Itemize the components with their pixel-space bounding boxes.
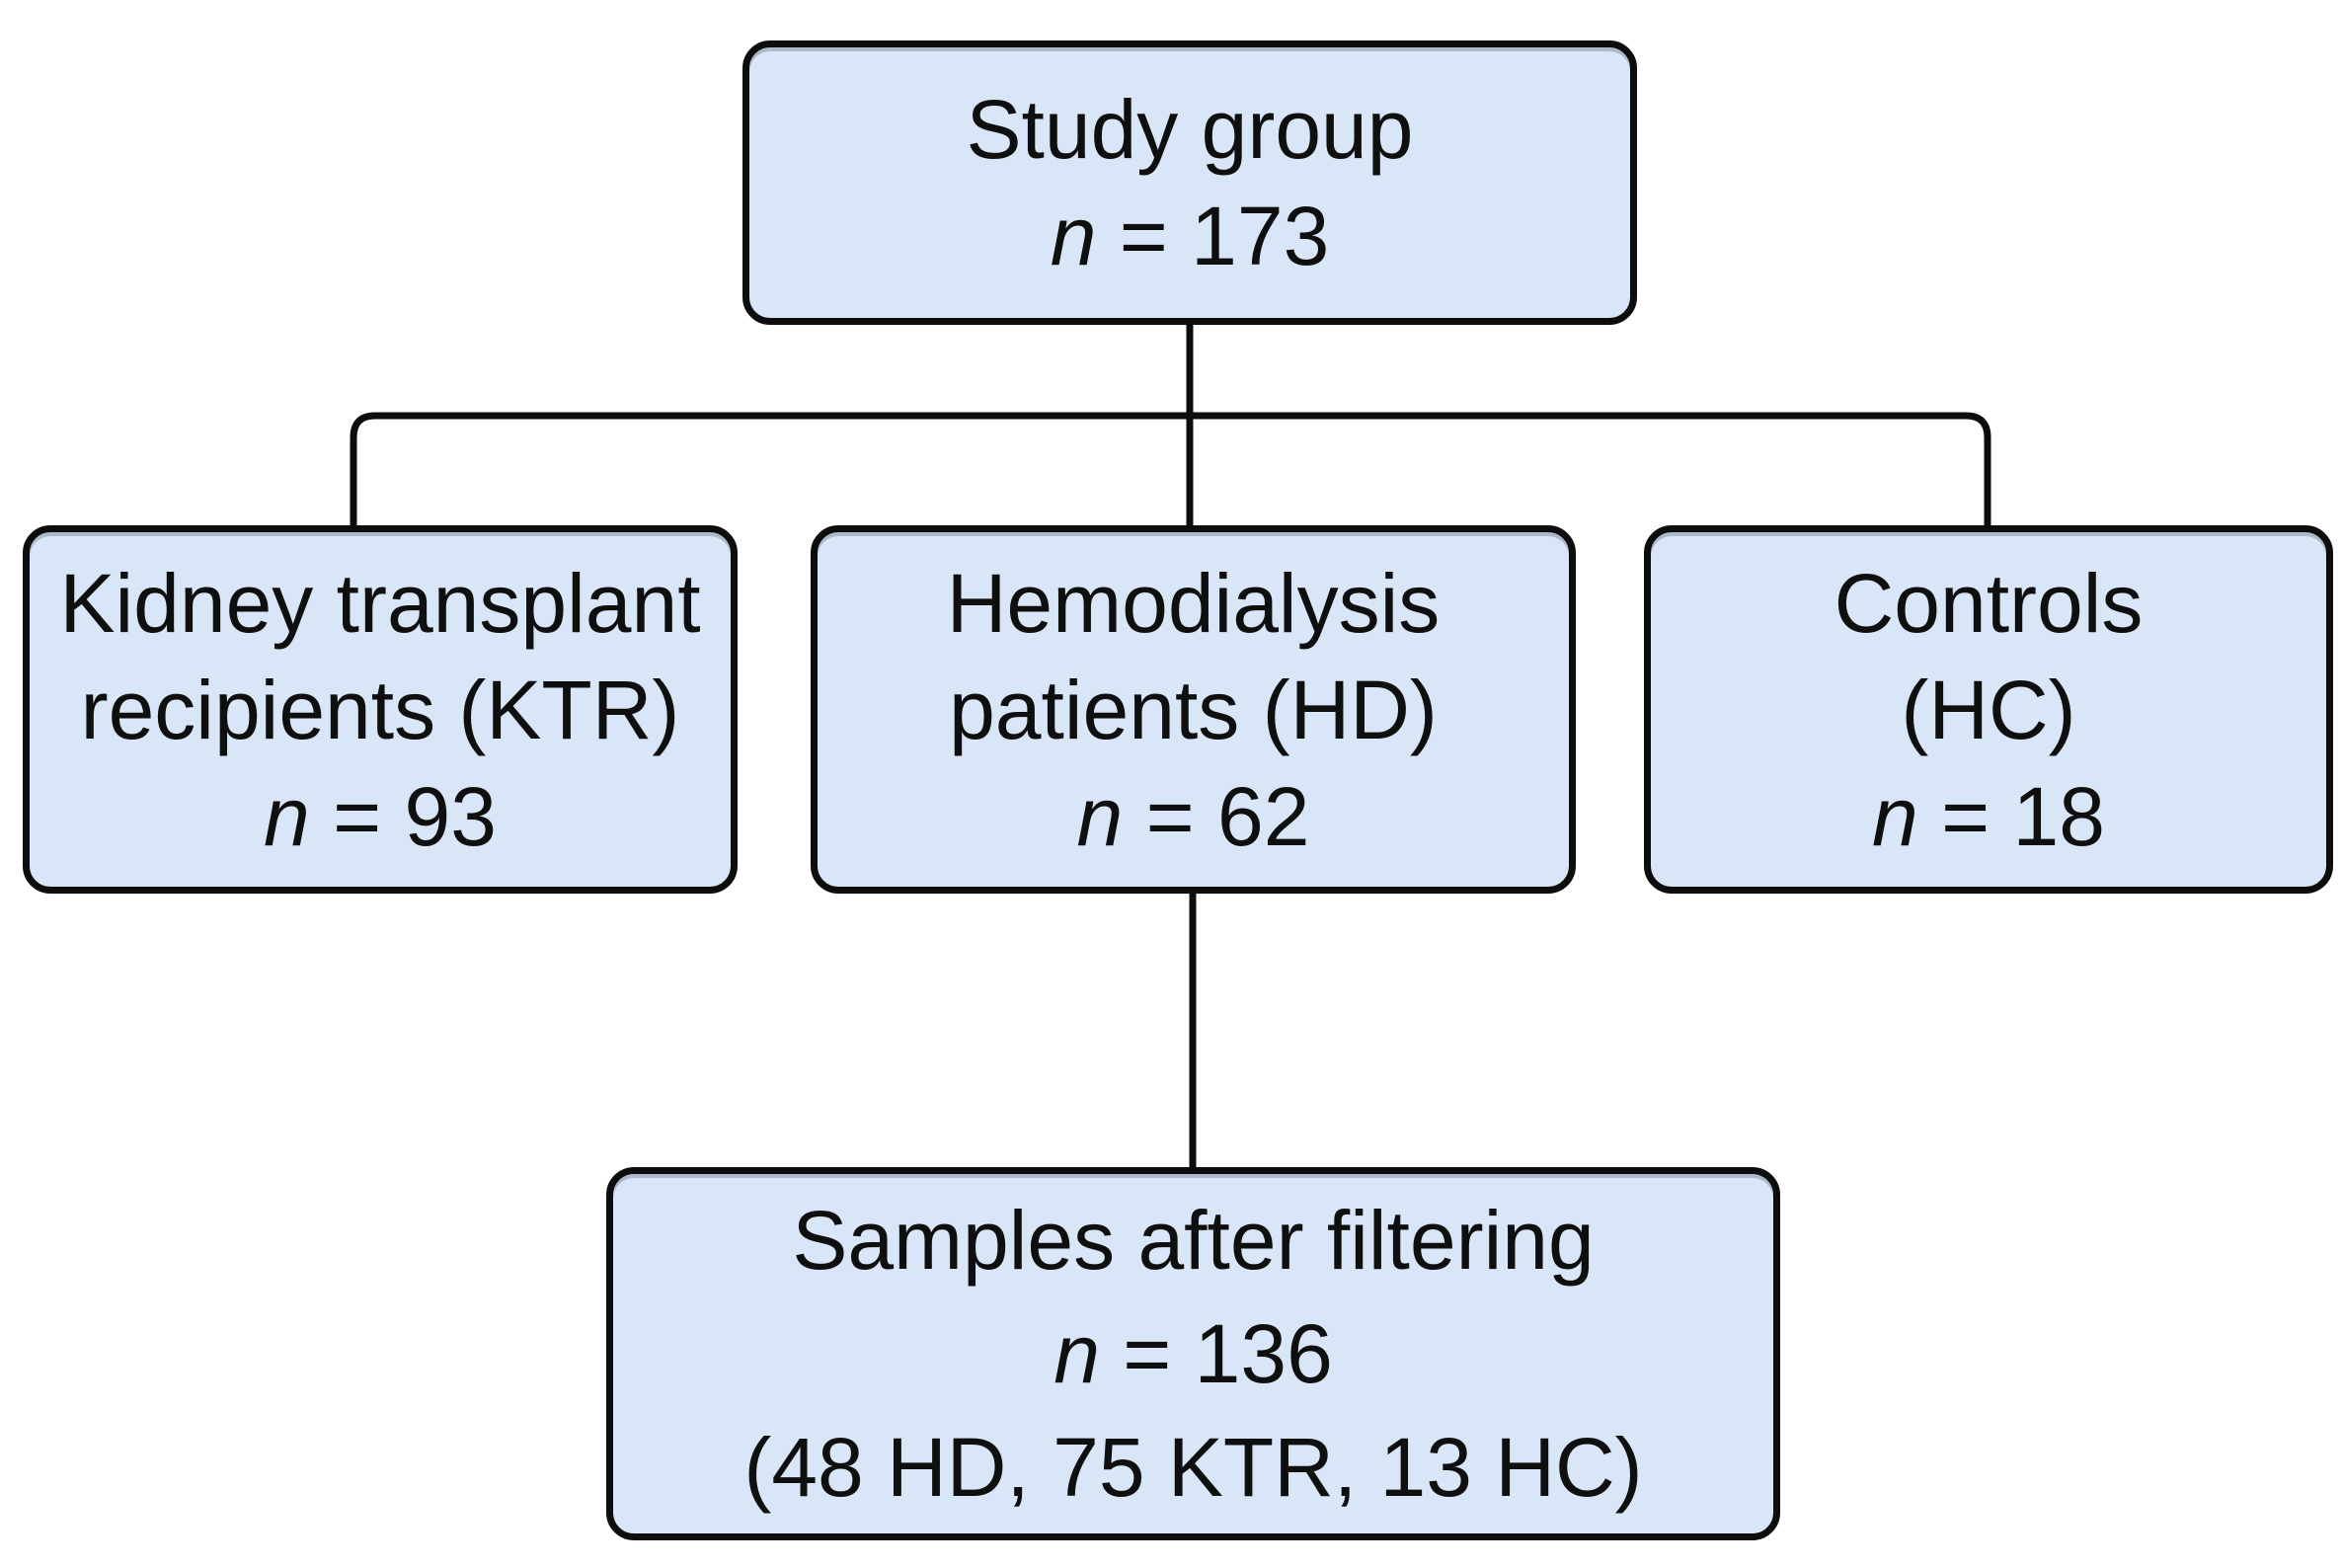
- ktr-title-line2: recipients (KTR): [80, 663, 680, 756]
- n-symbol: n: [1053, 1306, 1100, 1400]
- hc-count: n = 18: [1872, 763, 2105, 870]
- n-symbol: n: [264, 769, 310, 863]
- connector-bar: [350, 412, 1991, 529]
- n-symbol: n: [1050, 190, 1097, 282]
- n-symbol: n: [1076, 769, 1124, 863]
- hd-title-line1: Hemodialysis: [946, 556, 1441, 650]
- hc-title-line1: Controls: [1834, 556, 2144, 650]
- n-value: = 93: [309, 769, 497, 863]
- ktr-count: n = 93: [264, 763, 497, 870]
- hd-title-line2: patients (HD): [949, 663, 1438, 756]
- study-group-count: n = 173: [1051, 183, 1330, 289]
- n-value: = 136: [1099, 1306, 1333, 1400]
- samples-title: Samples after filtering: [792, 1193, 1595, 1287]
- ktr-title-line1: Kidney transplant: [59, 556, 701, 650]
- n-value: = 173: [1096, 190, 1330, 282]
- node-controls: Controls (HC) n = 18: [1644, 525, 2333, 894]
- hd-count: n = 62: [1077, 763, 1310, 870]
- samples-breakdown: (48 HD, 75 KTR, 13 HC): [743, 1420, 1643, 1514]
- node-hemodialysis-patients: Hemodialysis patients (HD) n = 62: [811, 525, 1576, 894]
- study-group-title: Study group: [966, 83, 1414, 176]
- n-value: = 18: [1917, 769, 2105, 863]
- hc-title-line2: (HC): [1901, 663, 2076, 756]
- node-samples-after-filtering: Samples after filtering n = 136 (48 HD, …: [606, 1167, 1780, 1540]
- samples-count: n = 136: [1053, 1297, 1333, 1411]
- node-study-group: Study group n = 173: [742, 40, 1637, 325]
- n-value: = 62: [1123, 769, 1310, 863]
- node-kidney-transplant-recipients: Kidney transplant recipients (KTR) n = 9…: [23, 525, 738, 894]
- n-symbol: n: [1872, 769, 1918, 863]
